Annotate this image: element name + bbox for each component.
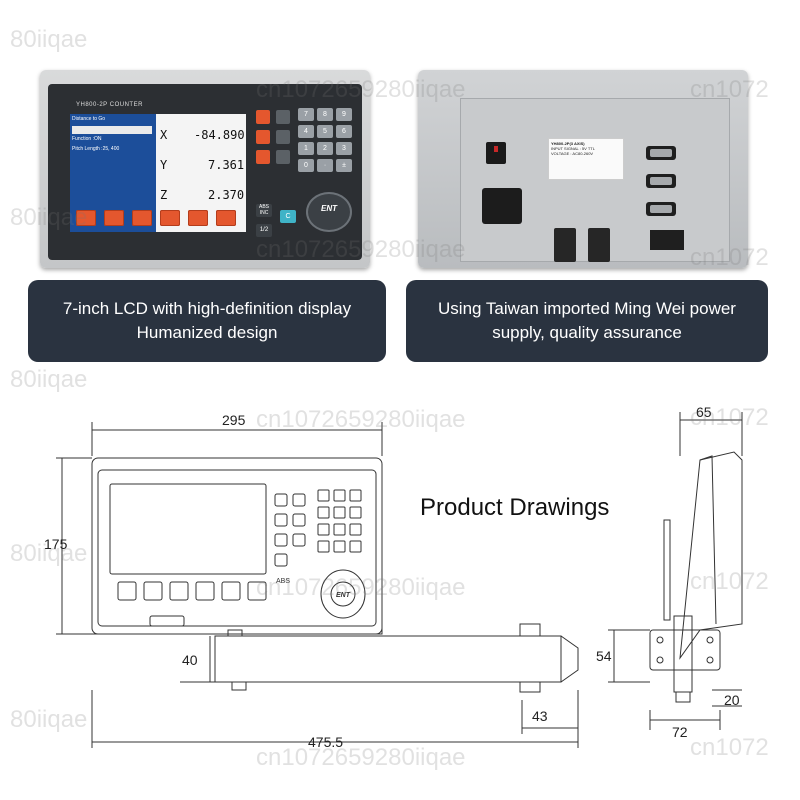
- drawing-softkey: [221, 581, 241, 601]
- direction-pad[interactable]: ENT: [306, 192, 352, 232]
- drawing-side-view: [679, 451, 743, 660]
- drawing-lcd: [109, 483, 267, 575]
- lcd-menu-item: Distance to Go: [72, 116, 106, 122]
- axis-key-y[interactable]: [256, 130, 270, 144]
- softkey-6[interactable]: [216, 210, 236, 226]
- power-socket: [482, 188, 522, 224]
- spec-sticker: YH800-2P(3 AXIS) INPUT SIGNAL : 5V TTL V…: [548, 138, 624, 180]
- numpad-key[interactable]: 0: [298, 159, 314, 172]
- dim-width: 295: [222, 412, 246, 428]
- axis-label-z: Z: [160, 188, 168, 202]
- dim-total-width: 475.5: [308, 734, 344, 750]
- dim-mount-width: 72: [672, 724, 688, 740]
- sticker-line: INPUT SIGNAL : 5V TTL: [551, 146, 595, 151]
- numpad-key[interactable]: 4: [298, 125, 314, 138]
- axis-value-z: 2.370: [208, 188, 245, 202]
- axis-label-y: Y: [160, 158, 168, 172]
- numpad-key[interactable]: 6: [336, 125, 352, 138]
- caption-right: Using Taiwan imported Ming Wei power sup…: [406, 280, 768, 362]
- softkey-4[interactable]: [160, 210, 180, 226]
- db9-port-z: [646, 202, 676, 216]
- numpad-key[interactable]: ·: [317, 159, 333, 172]
- zero-key-z[interactable]: [276, 150, 290, 164]
- zero-key-x[interactable]: [276, 110, 290, 124]
- drawing-softkey: [247, 581, 267, 601]
- caption-left: 7-inch LCD with high-definition display …: [28, 280, 386, 362]
- power-switch: [486, 142, 506, 164]
- caption-line: Humanized design: [136, 323, 278, 342]
- softkey-5[interactable]: [188, 210, 208, 226]
- softkey-3[interactable]: [132, 210, 152, 226]
- abs-inc-key[interactable]: ABS INC: [256, 204, 272, 217]
- enter-key[interactable]: ENT: [321, 204, 337, 213]
- dim-depth: 65: [696, 404, 712, 420]
- dim-mount-height: 54: [596, 648, 612, 664]
- axis-value-y: 7.361: [208, 158, 245, 172]
- numpad-key[interactable]: 9: [336, 108, 352, 121]
- axis-key-z[interactable]: [256, 150, 270, 164]
- drawings-title: Product Drawings: [420, 494, 610, 521]
- drawing-softkey: [143, 581, 163, 601]
- axis-value-x: -84.890: [194, 128, 245, 142]
- dim-mount-offset: 20: [724, 692, 740, 708]
- clear-key[interactable]: C: [280, 210, 296, 223]
- numpad-key[interactable]: 7: [298, 108, 314, 121]
- db9-port-y: [646, 174, 676, 188]
- lcd-menu-item: [72, 126, 152, 134]
- numpad-key[interactable]: 3: [336, 142, 352, 155]
- numpad-key[interactable]: ±: [336, 159, 352, 172]
- drawing-ent-label: ENT: [336, 592, 351, 599]
- caption-line: supply, quality assurance: [492, 323, 682, 342]
- lcd-menu-item: Function :ON: [72, 136, 102, 142]
- front-panel: YH800-2P COUNTER Distance to Go Function…: [48, 84, 362, 260]
- dim-bracket-offset: 40: [182, 652, 198, 668]
- dim-height: 175: [44, 536, 68, 552]
- terminal-connector: [588, 228, 610, 262]
- device-front-photo: YH800-2P COUNTER Distance to Go Function…: [40, 70, 370, 268]
- numpad-key[interactable]: 1: [298, 142, 314, 155]
- device-back-photo: YH800-2P(3 AXIS) INPUT SIGNAL : 5V TTL V…: [418, 70, 748, 268]
- half-key[interactable]: 1/2: [256, 224, 272, 237]
- drawing-abs-label: ABS: [276, 578, 290, 585]
- drawing-front-inner: [97, 469, 377, 627]
- drawing-softkey: [117, 581, 137, 601]
- drawing-dpad: [320, 569, 366, 619]
- numpad-key[interactable]: 2: [317, 142, 333, 155]
- drawing-mount-plate: [649, 629, 721, 671]
- drawing-softkey: [169, 581, 189, 601]
- brand-label: YH800-2P COUNTER: [76, 102, 143, 108]
- softkey-1[interactable]: [76, 210, 96, 226]
- caption-line: Using Taiwan imported Ming Wei power: [438, 299, 736, 318]
- softkey-2[interactable]: [104, 210, 124, 226]
- cover-plate: [650, 230, 684, 250]
- sticker-line: VOLTAGE : AC80-260V: [551, 151, 594, 156]
- terminal-connector: [554, 228, 576, 262]
- db9-port-x: [646, 146, 676, 160]
- caption-line: 7-inch LCD with high-definition display: [62, 299, 352, 318]
- numpad-key[interactable]: 8: [317, 108, 333, 121]
- dim-arm-end: 43: [532, 708, 548, 724]
- drawing-softkey: [195, 581, 215, 601]
- axis-label-x: X: [160, 128, 168, 142]
- sticker-title: YH800-2P(3 AXIS): [551, 141, 585, 146]
- lcd-menu-item: Pitch Length :25, 400: [72, 146, 120, 152]
- numpad-key[interactable]: 5: [317, 125, 333, 138]
- drawing-arm: [214, 635, 562, 683]
- axis-key-x[interactable]: [256, 110, 270, 124]
- zero-key-y[interactable]: [276, 130, 290, 144]
